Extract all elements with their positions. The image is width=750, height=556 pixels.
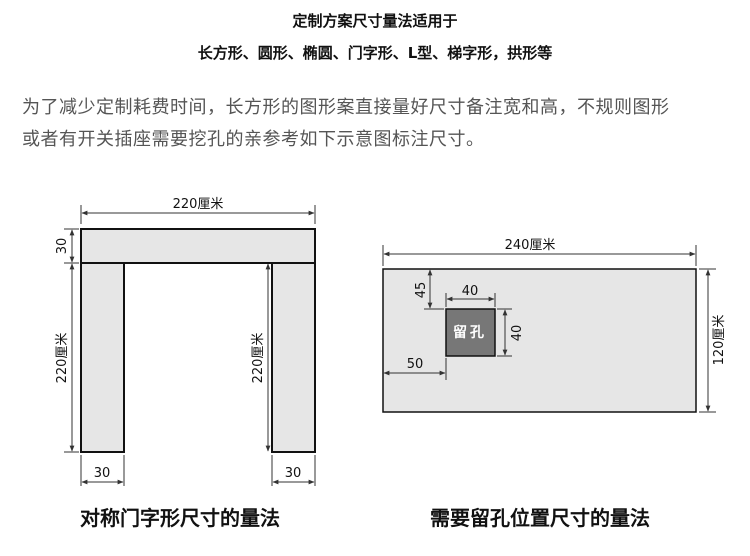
hole-width-label: 240厘米 <box>505 238 556 253</box>
door-inner-height-dim: 220厘米 <box>251 263 271 452</box>
hole-panel-rect <box>382 268 697 413</box>
door-right-leg <box>271 262 316 453</box>
hole-cutout <box>445 308 496 357</box>
hole-height-40-dim: 40 <box>497 308 525 357</box>
door-left-leg-width-dim: 30 <box>80 455 125 486</box>
hole-top-offset-label: 45 <box>414 282 429 299</box>
hole-height-dim: 120厘米 <box>699 268 727 413</box>
hole-height-label: 120厘米 <box>712 315 727 366</box>
door-right-leg-width-label: 30 <box>285 466 302 481</box>
hole-caption: 需要留孔位置尺寸的量法 <box>430 506 650 530</box>
door-top-width-label: 220厘米 <box>173 197 224 212</box>
door-top-height-dim: 30 <box>55 228 79 264</box>
hole-width-40-label: 40 <box>462 284 479 299</box>
hole-top-offset-dim: 45 <box>414 269 444 310</box>
hole-left-offset-dim: 50 <box>383 357 447 380</box>
hole-width-40-dim: 40 <box>445 284 496 307</box>
door-left-leg-width-label: 30 <box>94 466 111 481</box>
hole-height-40-label: 40 <box>510 325 525 342</box>
header-title: 定制方案尺寸量法适用于 <box>292 12 458 30</box>
description-line-1: 为了减少定制耗费时间，长方形的图形案直接量好尺寸备注宽和高，不规则图形 <box>22 97 670 118</box>
door-shape <box>80 228 316 453</box>
door-top-width-dim: 220厘米 <box>80 197 316 224</box>
door-inner-height-label: 220厘米 <box>251 333 266 384</box>
description: 为了减少定制耗费时间，长方形的图形案直接量好尺寸备注宽和高，不规则图形 或者有开… <box>22 92 737 156</box>
hole-label: 留孔 <box>453 324 487 341</box>
door-top-height-label: 30 <box>55 238 70 255</box>
door-caption: 对称门字形尺寸的量法 <box>80 506 280 530</box>
door-left-leg <box>80 262 125 453</box>
hole-left-offset-label: 50 <box>407 357 424 372</box>
description-line-2: 或者有开关插座需要挖孔的亲参考如下示意图标注尺寸。 <box>22 129 485 150</box>
header-subtitle: 长方形、圆形、椭圆、门字形、L型、梯字形，拱形等 <box>197 44 553 62</box>
hole-panel: 留孔 <box>382 268 697 413</box>
door-top-beam <box>80 228 316 264</box>
door-right-leg-width-dim: 30 <box>271 455 316 486</box>
door-left-height-label: 220厘米 <box>55 333 70 384</box>
hole-width-dim: 240厘米 <box>382 238 697 266</box>
door-left-height-dim: 220厘米 <box>55 263 79 453</box>
